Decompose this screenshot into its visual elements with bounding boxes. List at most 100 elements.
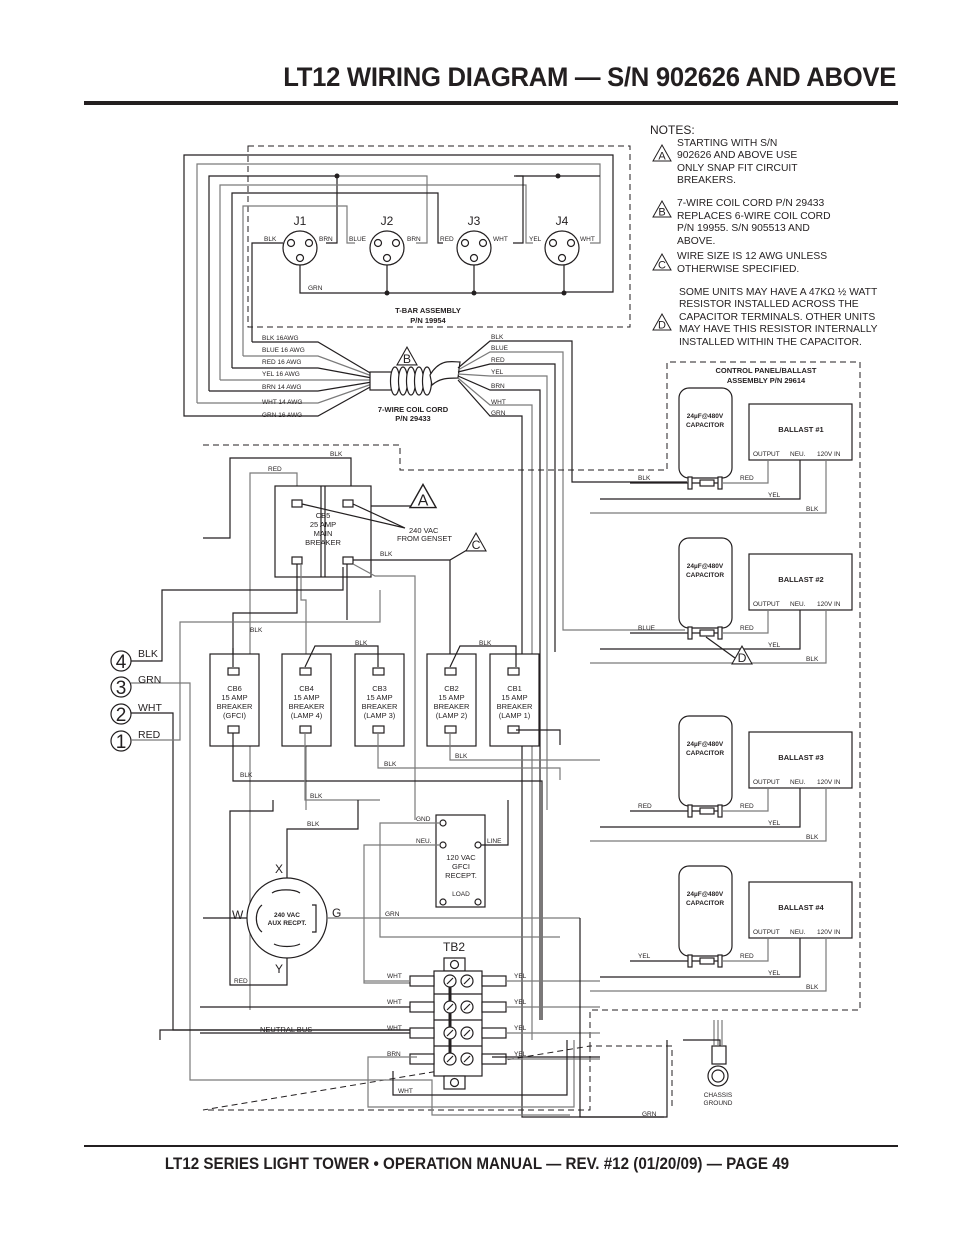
svg-text:BREAKER: BREAKER	[497, 702, 533, 711]
gfci-receptacle-120v[interactable]: 120 VAC GFCI RECEPT. LOAD	[435, 814, 486, 908]
wire-wht-feed	[196, 163, 601, 403]
wire-grn-feed	[183, 154, 614, 409]
plug-pin-1[interactable]: 1 RED	[110, 590, 381, 753]
control-panel-title: CONTROL PANEL/BALLAST	[716, 366, 817, 375]
svg-text:RED: RED	[268, 466, 282, 473]
junction-dot	[471, 290, 477, 296]
plug-pin-4[interactable]: 4 BLK	[110, 567, 344, 673]
chassis-ground: CHASSIS GROUND GRN	[579, 918, 733, 1118]
svg-text:120V IN: 120V IN	[817, 779, 841, 786]
svg-text:BREAKER: BREAKER	[362, 702, 398, 711]
marker-c-icon: C	[465, 532, 487, 552]
control-panel-boundary	[202, 361, 861, 1111]
connector-j1: J1 BLK BRN	[264, 214, 333, 266]
svg-text:YEL: YEL	[768, 492, 781, 499]
svg-text:BALLAST #4: BALLAST #4	[778, 903, 824, 912]
svg-text:OUTPUT: OUTPUT	[753, 601, 780, 608]
coil-cord-pn: P/N 29433	[395, 414, 430, 423]
svg-text:4: 4	[116, 652, 127, 673]
note-text: STARTING WITH S/N 902626 AND ABOVE USE O…	[677, 137, 798, 187]
svg-text:CB5: CB5	[316, 511, 331, 520]
svg-text:24µF@480V: 24µF@480V	[687, 413, 724, 420]
svg-text:YEL: YEL	[514, 973, 527, 980]
svg-text:1: 1	[116, 732, 127, 753]
svg-text:24µF@480V: 24µF@480V	[687, 563, 724, 570]
plug-pin-3[interactable]: 3 GRN	[110, 674, 570, 1116]
svg-text:GFCI: GFCI	[452, 862, 470, 871]
note-text: 7-WIRE COIL CORD P/N 29433 REPLACES 6-WI…	[677, 197, 831, 247]
svg-text:BLK: BLK	[806, 834, 819, 841]
note-c: C WIRE SIZE IS 12 AWG UNLESS OTHERWISE S…	[650, 251, 890, 276]
svg-text:BRN: BRN	[387, 1051, 401, 1058]
svg-text:240 VAC: 240 VAC	[409, 526, 439, 535]
svg-text:J2: J2	[381, 214, 394, 228]
resistor-icon	[699, 479, 715, 487]
svg-text:NEU.: NEU.	[790, 929, 806, 936]
svg-text:GND: GND	[416, 816, 431, 823]
svg-text:BRN: BRN	[319, 236, 333, 243]
svg-text:BREAKER: BREAKER	[217, 702, 253, 711]
svg-text:RED: RED	[638, 803, 652, 810]
svg-text:LOAD: LOAD	[452, 891, 470, 898]
control-panel-subtitle: ASSEMBLY P/N 29614	[727, 376, 806, 385]
svg-text:BLUE: BLUE	[638, 625, 656, 632]
svg-text:W: W	[232, 908, 244, 922]
tbar-ground-label: GRN	[308, 285, 323, 292]
cb5-breaker[interactable]	[274, 485, 372, 578]
svg-text:A: A	[418, 492, 429, 509]
svg-text:C: C	[658, 260, 666, 272]
svg-text:BLK: BLK	[240, 772, 253, 779]
svg-text:YEL: YEL	[768, 642, 781, 649]
svg-text:3: 3	[116, 678, 127, 699]
notes-panel: NOTES: A STARTING WITH S/N 902626 AND AB…	[650, 124, 890, 350]
svg-text:OUTPUT: OUTPUT	[753, 779, 780, 786]
svg-text:BLK: BLK	[264, 236, 277, 243]
svg-text:120V IN: 120V IN	[817, 451, 841, 458]
screw-icon	[449, 959, 460, 970]
svg-text:X: X	[275, 862, 283, 876]
svg-text:BLK: BLK	[479, 640, 492, 647]
wire-wht-j3	[513, 175, 524, 244]
svg-text:BLUE 16 AWG: BLUE 16 AWG	[262, 347, 305, 354]
page-title: LT12 WIRING DIAGRAM — S/N 902626 AND ABO…	[283, 62, 896, 92]
page-footer: LT12 SERIES LIGHT TOWER • OPERATION MANU…	[164, 1155, 790, 1173]
tbar-assembly: GRN J1 BLK BRN J2 BLUE BRN J3 RED WHT J4	[183, 145, 631, 409]
coil-cord-end	[429, 361, 461, 387]
svg-text:BLK: BLK	[455, 753, 468, 760]
svg-text:J1: J1	[294, 214, 307, 228]
svg-text:CB3: CB3	[372, 684, 387, 693]
connector-j4: J4 YEL WHT	[529, 214, 595, 266]
svg-text:OUTPUT: OUTPUT	[753, 451, 780, 458]
svg-text:NEU.: NEU.	[790, 779, 806, 786]
svg-text:BALLAST #1: BALLAST #1	[778, 425, 823, 434]
svg-text:G: G	[332, 906, 341, 920]
svg-text:15 AMP: 15 AMP	[366, 693, 392, 702]
svg-text:BLK: BLK	[384, 761, 397, 768]
svg-text:240 VAC: 240 VAC	[274, 912, 300, 919]
svg-text:CB4: CB4	[299, 684, 314, 693]
svg-text:RED: RED	[740, 953, 754, 960]
svg-text:BLUE: BLUE	[491, 345, 509, 352]
note-b: B 7-WIRE COIL CORD P/N 29433 REPLACES 6-…	[650, 198, 890, 248]
connector-j3: J3 RED WHT	[440, 214, 508, 266]
svg-text:RED: RED	[491, 357, 505, 364]
svg-text:BRN: BRN	[491, 383, 505, 390]
svg-text:BLK: BLK	[330, 451, 343, 458]
svg-text:FROM GENSET: FROM GENSET	[397, 534, 452, 543]
svg-text:BRN: BRN	[407, 236, 421, 243]
svg-text:(LAMP 2): (LAMP 2)	[436, 711, 468, 720]
connector-j2: J2 BLUE BRN	[349, 214, 421, 266]
svg-text:BLK: BLK	[310, 793, 323, 800]
breaker-wiring: BLK BLK BLK BLK BLK BLK BLK	[232, 627, 600, 1020]
svg-text:BLK: BLK	[806, 656, 819, 663]
note-d: D SOME UNITS MAY HAVE A 47KΩ ½ WATT RESI…	[650, 287, 890, 350]
